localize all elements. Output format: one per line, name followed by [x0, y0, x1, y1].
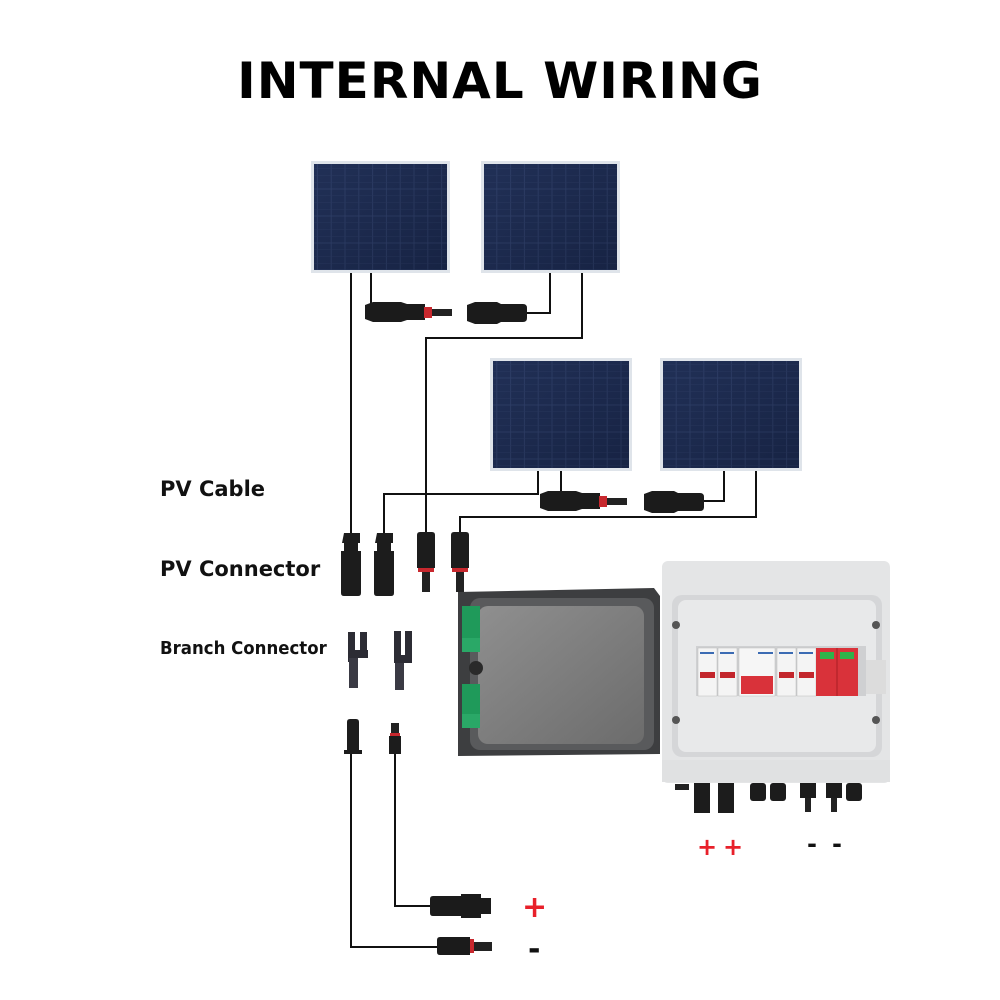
polarity-sign-positive: + — [697, 833, 718, 861]
terminal-positive — [694, 783, 710, 813]
pv-cable — [394, 752, 432, 907]
terminal-positive — [718, 783, 734, 813]
terminal-negative — [826, 783, 842, 798]
branch-connector-y1 — [348, 632, 368, 688]
branch-connector-label: Branch Connector — [160, 638, 327, 659]
pv-connectors — [341, 532, 469, 596]
solar-panel-2 — [481, 161, 620, 273]
polarity-sign-negative: - — [832, 830, 842, 858]
din-rail-devices — [696, 646, 866, 697]
pv-connector-female — [341, 533, 361, 596]
output-connectors-vertical — [344, 719, 401, 754]
output-connector-positive — [430, 894, 491, 918]
branch-connectors — [348, 631, 412, 690]
pv-cables — [350, 273, 757, 948]
pv-cable — [425, 273, 583, 535]
mc4-connector-pair-top — [365, 302, 527, 324]
output-negative-sign: - — [528, 932, 541, 967]
pv-cable-label: PV Cable — [160, 477, 266, 501]
polarity-sign-positive: + — [723, 833, 744, 861]
dc-isolator-switch — [738, 647, 776, 697]
cable-gland — [846, 783, 862, 801]
solar-panel-1 — [311, 161, 450, 273]
terminal-negative — [800, 783, 816, 798]
cable-gland — [750, 783, 766, 801]
combiner-box — [458, 561, 890, 813]
pv-connector-female — [374, 533, 394, 596]
bottom-terminals — [675, 783, 862, 813]
mc4-connector-pair-bottom — [540, 491, 704, 513]
pv-connector-male — [417, 532, 435, 592]
branch-connector-y2 — [394, 631, 412, 690]
pv-connector-male — [451, 532, 469, 592]
pv-cable — [350, 752, 438, 948]
solar-panel-4 — [660, 358, 802, 471]
cable-gland — [770, 783, 786, 801]
fuse-holder — [796, 647, 817, 697]
pv-cable — [459, 471, 757, 535]
fuse-holder — [776, 647, 797, 697]
enclosure-door — [458, 588, 660, 756]
surge-protector — [816, 648, 858, 696]
fuse-holder — [717, 647, 738, 697]
output-positive-sign: + — [522, 890, 548, 925]
fuse-holder — [697, 647, 718, 697]
pv-cable — [383, 471, 539, 535]
polarity-sign-negative: - — [807, 830, 817, 858]
solar-panel-3 — [490, 358, 632, 471]
output-connector-negative — [437, 937, 492, 955]
diagram-title: INTERNAL WIRING — [237, 52, 763, 110]
pv-connector-label: PV Connector — [160, 557, 321, 581]
